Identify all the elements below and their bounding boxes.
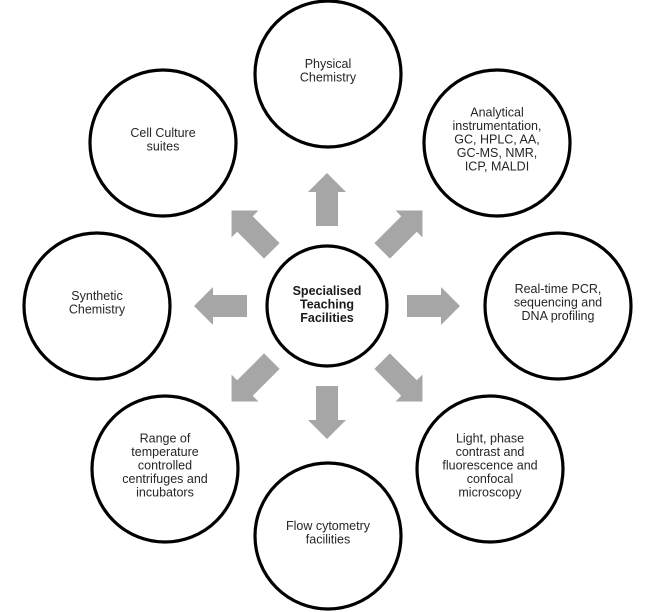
- hub-label-line: Specialised: [293, 284, 362, 298]
- hub-circle: [265, 244, 389, 368]
- node-real-time-pcr-label-line: Real-time PCR,: [515, 282, 602, 296]
- node-circle: [415, 394, 565, 544]
- node-synthetic-chemistry-label-line: Chemistry: [69, 302, 126, 316]
- node-circle: [253, 0, 403, 149]
- node-real-time-pcr-label-line: DNA profiling: [522, 309, 595, 323]
- arrow-sw-icon: [231, 353, 280, 402]
- node-temperature-controlled-label-line: Range of: [140, 432, 191, 446]
- node-flow-cytometry-label-line: Flow cytometry: [286, 519, 371, 533]
- node-temperature-controlled-label-line: controlled: [138, 459, 192, 473]
- node-microscopy-label-line: microscopy: [458, 486, 522, 500]
- node-microscopy-label-line: fluorescence and: [442, 459, 537, 473]
- arrow-se-icon: [374, 353, 423, 402]
- node-analytical-instrumentation-label-line: instrumentation,: [453, 119, 542, 133]
- node-physical-chemistry-label-line: Chemistry: [300, 70, 357, 84]
- node-cell-culture-label-line: Cell Culture: [130, 126, 195, 140]
- node-microscopy-label-line: contrast and: [456, 445, 525, 459]
- node-circle: [88, 68, 238, 218]
- arrow-s-icon: [308, 386, 346, 439]
- arrow-w-icon: [194, 287, 247, 325]
- node-synthetic-chemistry-label-line: Synthetic: [71, 289, 122, 303]
- node-circle: [90, 394, 240, 544]
- node-temperature-controlled-label-line: temperature: [131, 445, 198, 459]
- node-circle: [253, 461, 403, 611]
- node-real-time-pcr-label-line: sequencing and: [514, 296, 602, 310]
- arrow-nw-icon: [231, 210, 280, 259]
- arrows-layer: [194, 173, 460, 439]
- node-cell-culture-label-line: suites: [147, 139, 180, 153]
- node-analytical-instrumentation-label-line: ICP, MALDI: [465, 160, 529, 174]
- node-analytical-instrumentation-label-line: GC, HPLC, AA,: [454, 133, 539, 147]
- node-temperature-controlled-label-line: centrifuges and: [122, 472, 208, 486]
- arrow-n-icon: [308, 173, 346, 226]
- arrow-ne-icon: [374, 210, 423, 259]
- node-circle: [22, 231, 172, 381]
- node-flow-cytometry-label-line: facilities: [306, 532, 350, 546]
- hub-label-line: Facilities: [300, 311, 354, 325]
- node-analytical-instrumentation-label-line: GC-MS, NMR,: [457, 146, 538, 160]
- node-physical-chemistry-label-line: Physical: [305, 57, 352, 71]
- node-microscopy-label-line: Light, phase: [456, 432, 524, 446]
- node-circle: [483, 231, 633, 381]
- node-microscopy-label-line: confocal: [467, 472, 514, 486]
- node-analytical-instrumentation-label-line: Analytical: [470, 106, 524, 120]
- hub-label-line: Teaching: [300, 298, 354, 312]
- arrow-e-icon: [407, 287, 460, 325]
- node-temperature-controlled-label-line: incubators: [136, 486, 194, 500]
- node-circle: [422, 68, 572, 218]
